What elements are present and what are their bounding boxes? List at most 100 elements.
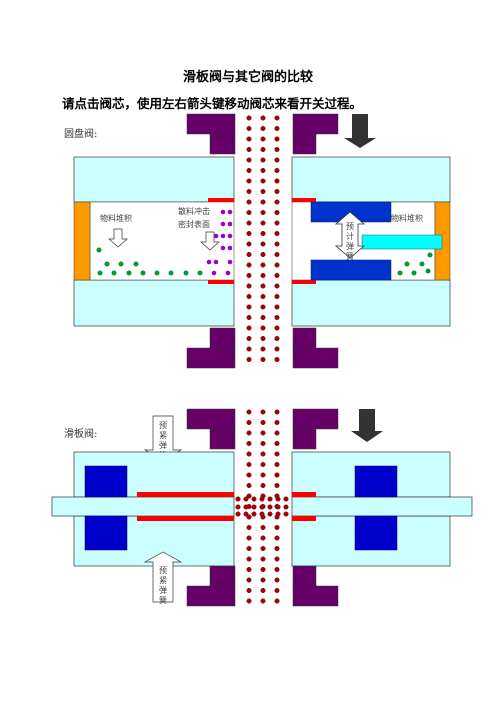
particle [283,504,289,510]
particle [246,483,252,489]
green-particles-left [96,247,203,276]
particle [274,462,280,468]
particle [274,157,280,163]
spring-label-3: 弹 [346,241,354,251]
particle [246,294,252,300]
disc-valve-label: 圆盘阀: [64,129,98,140]
seal-top-right [292,198,316,202]
particle [246,409,252,415]
particle [260,588,266,594]
page-title: 滑板阀与其它阀的比较 [182,70,313,85]
particle [260,283,266,289]
particle [260,157,266,163]
flange-bottom-left-step [209,327,236,349]
particle [267,511,273,517]
particle [246,598,252,604]
particle [260,146,266,152]
particle [243,496,249,502]
red-particle-column [246,115,280,363]
hollow-arrow-mid-icon [200,231,220,251]
particle [260,336,266,342]
particle [246,472,252,478]
particle [260,262,266,268]
slide-plate-left[interactable] [51,496,235,517]
particle [260,315,266,321]
particle [260,472,266,478]
spring-bottom-3: 弹 [159,585,167,595]
particle [246,136,252,142]
particle [243,511,249,517]
particle [274,199,280,205]
particle [260,304,266,310]
particle [260,188,266,194]
particle [260,178,266,184]
particle [260,556,266,562]
particle [274,115,280,121]
disc-body-right-top [291,156,451,203]
particle [274,525,280,531]
particle [246,262,252,268]
purple-particles [206,209,233,276]
seal-bottom-right [292,280,316,284]
spring-bottom-2: 紧 [159,576,167,585]
particle [246,209,252,215]
particle [260,598,266,604]
down-arrow-icon[interactable] [344,114,376,148]
particle [260,346,266,352]
particle [246,146,252,152]
disc-valve: 预 计 弹 簧 物料堆积 散料冲击 密封表面 物料堆积 [73,113,451,369]
particle [246,125,252,131]
particle [251,511,257,517]
particle [246,304,252,310]
particle [275,504,281,510]
particle [260,220,266,226]
slide-plate-right[interactable] [291,496,473,517]
particle [259,511,265,517]
particle [275,496,281,502]
particle [274,167,280,173]
spring-double-arrow-icon [334,211,366,259]
particle [246,167,252,173]
spring-top-3: 弹 [159,440,167,450]
spring-top-2: 紧 [159,431,167,440]
particle [259,496,265,502]
hollow-arrow-left-icon [108,228,128,248]
flange-top-right-step [292,133,317,155]
particle [246,546,252,552]
particle [274,230,280,236]
slide-flange-top-right-step [292,428,317,450]
flange-top-left [186,113,236,135]
particle [246,230,252,236]
flange-top-right [292,113,339,135]
slide-down-arrow-icon[interactable] [351,409,383,442]
particle [274,178,280,184]
valve-stem[interactable] [361,234,443,250]
particle [251,496,257,502]
particle [260,451,266,457]
particle [274,451,280,457]
particle [274,577,280,583]
particle [246,525,252,531]
spring-label-2: 计 [346,231,354,241]
material-right-label: 物料堆积 [391,213,423,223]
particle [246,588,252,594]
slide-flange-bottom-left-step [209,565,236,587]
particle [274,273,280,279]
particle [274,588,280,594]
particle [274,283,280,289]
slide-valve-label: 滑板阀: [64,429,98,440]
valve-disc-bottom[interactable] [310,259,392,281]
particle [246,199,252,205]
particle [260,462,266,468]
slide-block-bottom-right [354,515,398,551]
slide-seal-bottom-left [137,516,234,521]
particle [274,294,280,300]
particle [246,441,252,447]
green-particles-right [397,252,433,276]
spring-bottom-4: 簧 [159,595,167,605]
slide-seal-bottom-right [292,516,316,521]
particle [260,167,266,173]
slide-block-bottom-left [84,515,128,551]
particle [235,511,241,517]
particle [259,504,265,510]
